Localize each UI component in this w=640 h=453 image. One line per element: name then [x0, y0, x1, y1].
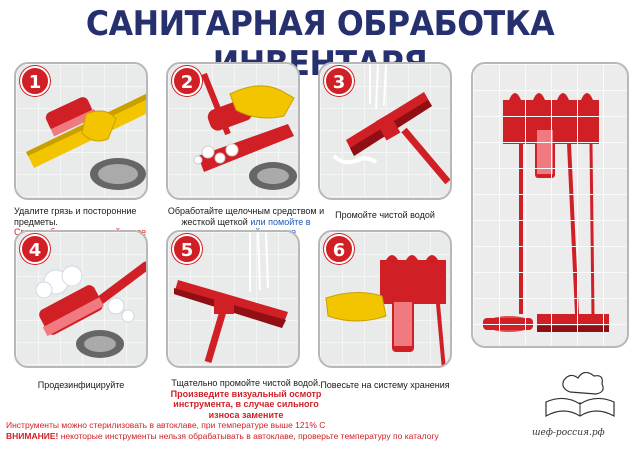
chef-hat-book-icon — [545, 372, 615, 418]
step-5-badge: 5 — [172, 234, 202, 264]
step-1-badge: 1 — [20, 66, 50, 96]
step-5-panel: 5 — [166, 230, 300, 368]
step-2-badge: 2 — [172, 66, 202, 96]
site-logo-text: шеф-россия.рф — [532, 428, 605, 438]
step-6-panel: 6 — [318, 230, 452, 368]
step-6-illustration — [325, 255, 446, 366]
footer-note: Инструменты можно стерилизовать в автокл… — [6, 420, 439, 441]
step-1-panel: 1 — [14, 62, 148, 200]
step-3-illustration — [332, 64, 450, 185]
step-1-illustration — [26, 93, 146, 190]
step-3-caption: Промойте чистой водой — [335, 210, 435, 220]
step-3-panel: 3 — [318, 62, 452, 200]
step-4-illustration — [35, 261, 146, 358]
warning-label: ВНИМАНИЕ! — [6, 431, 59, 441]
step-5-caption: Тщательно промойте чистой водой. Произве… — [170, 378, 322, 420]
step-6-caption: Повесьте на систему хранения — [320, 380, 450, 390]
step-2-illustration — [193, 72, 297, 190]
step-4-panel: 4 — [14, 230, 148, 368]
storage-rack-panel — [471, 62, 629, 348]
step-2-panel: 2 — [166, 62, 300, 200]
step-4-caption: Продезинфицируйте — [37, 380, 125, 390]
step-5-illustration — [174, 232, 288, 363]
step-4-badge: 4 — [20, 234, 50, 264]
warning-text: некоторые инструменты нельзя обрабатыват… — [58, 431, 439, 441]
step-6-badge: 6 — [324, 234, 354, 264]
step-3-badge: 3 — [324, 66, 354, 96]
